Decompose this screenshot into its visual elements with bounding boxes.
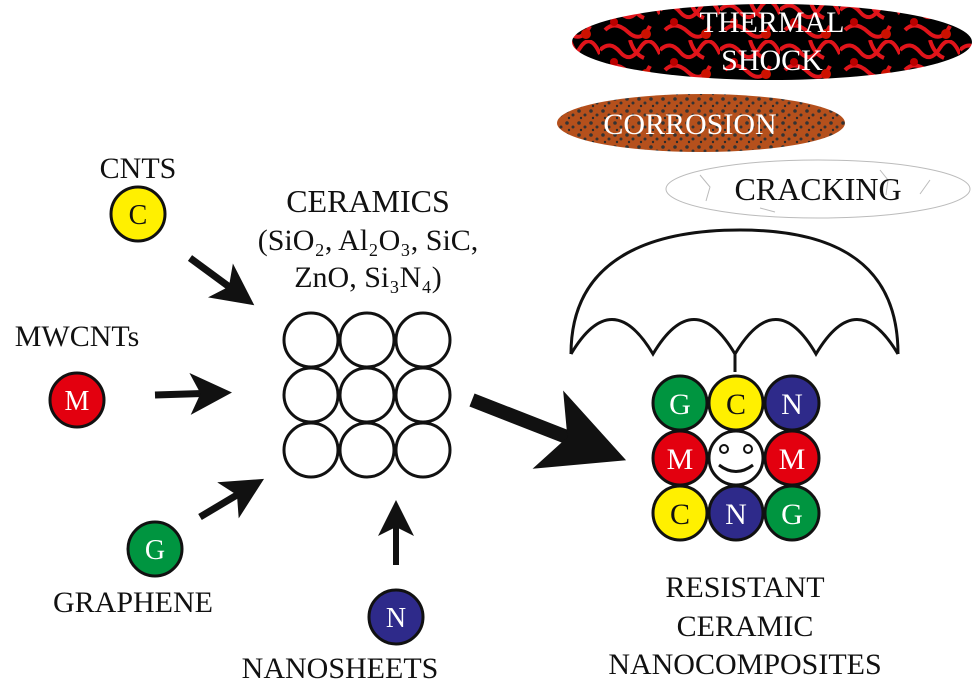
ceramic-particle [338,366,396,424]
corrosion-ellipse: CORROSION [557,94,845,152]
composite-letter: N [781,388,803,421]
arrow-mwcnts [154,372,232,415]
ceramics-title: CERAMICS [286,183,450,219]
filler-g-circle [126,520,184,578]
filler-letter: C [129,200,148,231]
cracking-ellipse: CRACKING [665,159,971,219]
ceramic-particle [338,311,396,369]
result-label-2: CERAMIC [677,610,814,643]
filler-letter: M [65,386,90,417]
ceramics-formula-1: (SiO₂, Al₂O₃, SiC, [258,224,479,257]
ceramic-particle [338,421,396,479]
ceramic-particle [282,421,340,479]
ceramic-particle [394,311,452,369]
filler-label: CNTS [100,152,177,185]
filler-letter: G [145,535,165,566]
ceramic-grid [282,311,452,479]
thermal-label-2: SHOCK [721,44,823,77]
filler-n-circle [367,588,425,646]
thermal-shock-ellipse: THERMAL SHOCK [572,4,972,80]
arrows [154,255,627,565]
result-label-3: NANOCOMPOSITES [608,648,881,681]
filler-c-circle [109,185,167,243]
composite-letter: C [670,498,690,531]
result-label-1: RESISTANT [665,571,824,604]
arrow-main [469,390,627,469]
ceramic-particle [394,421,452,479]
umbrella [569,228,900,372]
composite-letter: N [725,498,747,531]
filler-m-circle [48,371,106,429]
composite-particle-c [651,484,709,542]
ceramic-particle [282,311,340,369]
composite-letter: M [779,443,806,476]
filler-label: NANOSHEETS [242,652,439,685]
arrow-graphene [198,478,265,521]
ceramic-particle [394,366,452,424]
composite-particle-g [763,484,821,542]
composite-letter: C [726,388,746,421]
filler-label: GRAPHENE [53,586,213,619]
composite-letter: G [781,498,803,531]
ceramics-formula-2: ZnO, Si₃N₄) [294,261,442,294]
smiley-icon [707,429,765,487]
composite-letter: M [667,443,694,476]
composite-letter: G [669,388,691,421]
filler-label: MWCNTs [15,320,140,353]
corrosion-label: CORROSION [603,108,776,141]
filler-letter: N [386,603,406,634]
arrow-cnts [187,255,255,306]
composite-particle-n [707,484,765,542]
ceramic-particle [282,366,340,424]
cracking-label: CRACKING [734,171,901,207]
thermal-label-1: THERMAL [700,6,845,39]
